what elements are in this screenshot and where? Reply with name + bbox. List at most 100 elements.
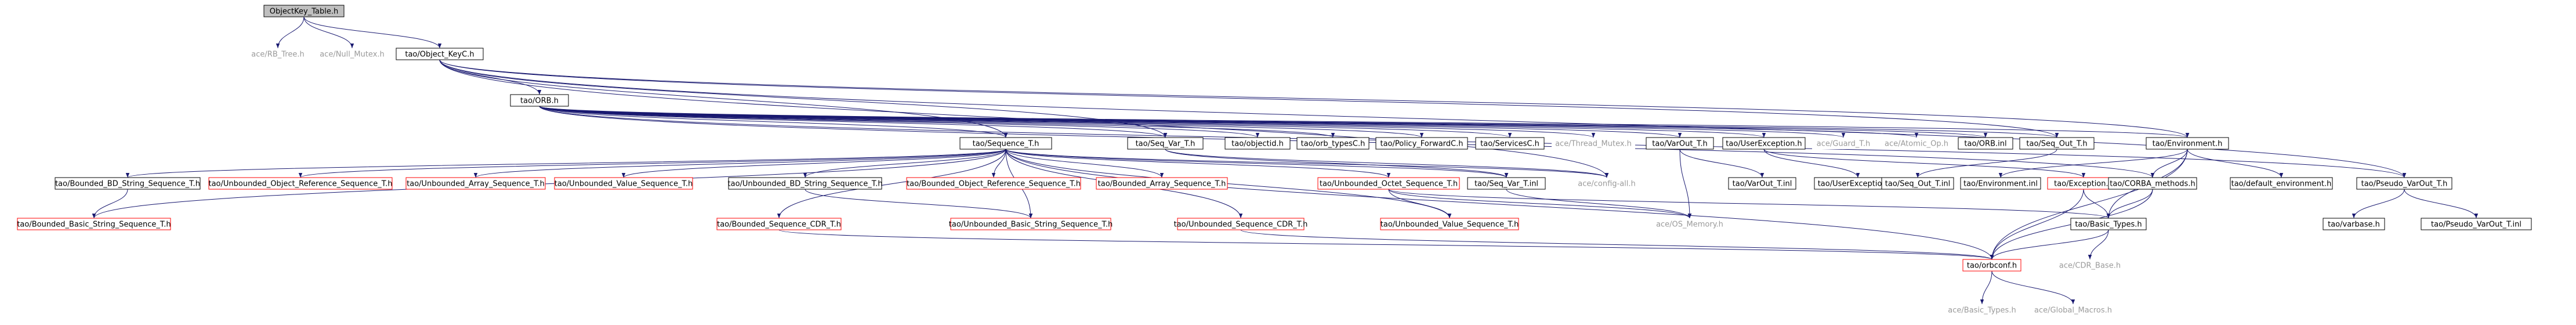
node-cdrbase[interactable]: ace/CDR_Base.h: [2057, 259, 2123, 271]
node-box: [1096, 177, 1228, 190]
edge-seqT-to-unbvalue: [622, 149, 1006, 178]
node-label: tao/Bounded_BD_String_Sequence_T.h: [55, 180, 200, 189]
node-objkeyc[interactable]: tao/Object_KeyC.h: [396, 48, 484, 60]
node-label: tao/Pseudo_VarOut_T.inl: [2431, 221, 2521, 229]
edge-seqT-to-boundedbasicstr: [92, 149, 1006, 219]
node-root[interactable]: ObjectKey_Table.h: [263, 5, 345, 17]
node-objectid[interactable]: tao/objectid.h: [1224, 137, 1291, 150]
edge-orb-to-seqoutT: [539, 106, 2059, 138]
node-seqoutTinl[interactable]: tao/Seq_Out_T.inl: [1881, 177, 1954, 190]
node-barray[interactable]: tao/Bounded_Array_Sequence_T.h: [1096, 177, 1228, 190]
node-box: [906, 177, 1081, 190]
node-orbtypesc[interactable]: tao/orb_typesC.h: [1296, 137, 1369, 150]
node-unbbdstr[interactable]: tao/Unbounded_BD_String_Sequence_T.h: [728, 177, 883, 190]
node-orbconf[interactable]: tao/orbconf.h: [1962, 259, 2021, 272]
node-userexc[interactable]: tao/UserException.h: [1722, 137, 1806, 150]
edge-exception-to-orbconf: [1990, 189, 2084, 260]
edge-root-to-nullmutex: [303, 16, 354, 49]
node-boundedbasicstr[interactable]: tao/Bounded_Basic_String_Sequence_T.h: [17, 218, 171, 230]
edge-varoutT-to-osmemory: [1679, 149, 1692, 219]
node-corbamethods[interactable]: tao/CORBA_methods.h: [2108, 177, 2197, 190]
node-box: [2230, 177, 2333, 190]
edge-seqvarTinl-to-osmemory: [1506, 189, 1692, 219]
node-seqoutT[interactable]: tao/Seq_Out_T.h: [2019, 137, 2095, 150]
node-exception[interactable]: tao/Exception.h: [2047, 177, 2120, 190]
node-seqT[interactable]: tao/Sequence_T.h: [959, 137, 1052, 150]
node-rb[interactable]: ace/RB_Tree.h: [247, 48, 309, 60]
edge-root-to-rb: [276, 16, 305, 49]
node-orbinl[interactable]: tao/ORB.inl: [1958, 137, 2013, 150]
node-configall[interactable]: ace/config-all.h: [1570, 178, 1643, 189]
edge-exception-to-basictypes: [2083, 189, 2111, 219]
node-box: [2323, 218, 2385, 230]
node-seqvarT[interactable]: tao/Seq_Var_T.h: [1127, 137, 1204, 150]
node-label: tao/Unbounded_Object_Reference_Sequence_…: [208, 180, 392, 189]
node-osmemory[interactable]: ace/OS_Memory.h: [1651, 218, 1728, 230]
node-unbvalue[interactable]: tao/Unbounded_Value_Sequence_T.h: [554, 177, 693, 190]
node-bobjref[interactable]: tao/Bounded_Object_Reference_Sequence_T.…: [906, 177, 1081, 190]
node-unbvalue2[interactable]: tao/Unbounded_Value_Sequence_T.h: [1380, 218, 1519, 230]
node-atomicop[interactable]: ace/Atomic_Op.h: [1882, 138, 1951, 149]
node-label: tao/orbconf.h: [1967, 262, 2017, 270]
node-label: tao/Seq_Var_T.inl: [1474, 180, 1538, 189]
node-label: ace/Global_Macros.h: [2034, 306, 2112, 315]
node-label: tao/Unbounded_Octet_Sequence_T.h: [1320, 180, 1458, 189]
node-servicesc[interactable]: tao/ServicesC.h: [1475, 137, 1545, 150]
node-label: tao/Seq_Out_T.h: [2026, 140, 2087, 149]
node-label: tao/Basic_Types.h: [2075, 221, 2142, 229]
node-pseudovaroutinl[interactable]: tao/Pseudo_VarOut_T.inl: [2421, 218, 2532, 230]
edge-unboctet-to-osmemory: [1388, 189, 1692, 219]
node-envinl[interactable]: tao/Environment.inl: [1960, 177, 2041, 190]
node-bseqcdr[interactable]: tao/Bounded_Sequence_CDR_T.h: [716, 218, 842, 230]
node-unboctet[interactable]: tao/Unbounded_Octet_Sequence_T.h: [1317, 177, 1460, 190]
node-basictypes[interactable]: tao/Basic_Types.h: [2070, 218, 2147, 230]
node-seqvarTinl[interactable]: tao/Seq_Var_T.inl: [1467, 177, 1546, 190]
edge-orb-to-guardT: [539, 106, 1845, 138]
node-label: tao/Seq_Out_T.inl: [1885, 180, 1950, 189]
node-label: tao/varbase.h: [2328, 221, 2380, 229]
edge-environment-to-envinl: [1998, 149, 2188, 178]
node-orb[interactable]: tao/ORB.h: [510, 94, 569, 107]
node-defaultenv[interactable]: tao/default_environment.h: [2230, 177, 2333, 190]
node-box: [1960, 177, 2041, 190]
edge-basictypes-to-orbconf: [1990, 229, 2109, 260]
node-environment[interactable]: tao/Environment.h: [2146, 137, 2229, 150]
node-unbobjref[interactable]: tao/Unbounded_Object_Reference_Sequence_…: [208, 177, 393, 190]
node-box: [1958, 137, 2013, 150]
node-label: tao/Exception.h: [2054, 180, 2113, 189]
node-label: tao/Unbounded_Value_Sequence_T.h: [1381, 221, 1519, 229]
edge-bseqcdr-to-orbconf: [778, 229, 1994, 260]
node-label: ace/OS_Memory.h: [1656, 221, 1723, 229]
node-unbbasicstr[interactable]: tao/Unbounded_Basic_String_Sequence_T.h: [949, 218, 1113, 230]
node-box: [208, 177, 393, 190]
node-box: [1224, 137, 1291, 150]
node-threadmutex[interactable]: ace/Thread_Mutex.h: [1552, 138, 1635, 149]
node-box: [950, 218, 1111, 230]
node-guardT[interactable]: ace/Guard_T.h: [1812, 138, 1875, 149]
node-pseudovarout[interactable]: tao/Pseudo_VarOut_T.h: [2356, 177, 2452, 190]
node-userexcinl[interactable]: tao/UserException.inl: [1814, 177, 1902, 190]
node-unbarray[interactable]: tao/Unbounded_Array_Sequence_T.h: [405, 177, 546, 190]
node-label: tao/VarOut_T.h: [1652, 140, 1707, 149]
node-varoutT[interactable]: tao/VarOut_T.h: [1646, 137, 1714, 150]
node-varoutTinl[interactable]: tao/VarOut_T.inl: [1728, 177, 1796, 190]
edge-pseudovarout-to-varbase: [2352, 189, 2405, 219]
node-varbase[interactable]: tao/varbase.h: [2323, 218, 2385, 230]
edge-seqT-to-orbconf: [1005, 149, 1994, 260]
edge-seqT-to-configall: [1005, 149, 1608, 178]
node-acebasictypes[interactable]: ace/Basic_Types.h: [1947, 304, 2017, 316]
node-label: tao/Unbounded_Array_Sequence_T.h: [407, 180, 545, 189]
node-box: [716, 218, 842, 230]
node-policyfwd[interactable]: tao/Policy_ForwardC.h: [1375, 137, 1468, 150]
node-boundedbdstr[interactable]: tao/Bounded_BD_String_Sequence_T.h: [55, 177, 201, 190]
edge-objkeyc-to-orb: [439, 59, 542, 95]
node-globalmacros[interactable]: ace/Global_Macros.h: [2032, 304, 2114, 316]
node-box: [1375, 137, 1468, 150]
node-box: [1722, 137, 1806, 150]
node-nullmutex[interactable]: ace/Null_Mutex.h: [311, 48, 393, 60]
edge-objkeyc-to-environment: [439, 59, 2189, 138]
node-label: ace/RB_Tree.h: [251, 50, 304, 59]
node-unbseqcdr[interactable]: tao/Unbounded_Sequence_CDR_T.h: [1174, 218, 1308, 230]
node-box: [2057, 259, 2123, 271]
node-box: [1467, 177, 1546, 190]
